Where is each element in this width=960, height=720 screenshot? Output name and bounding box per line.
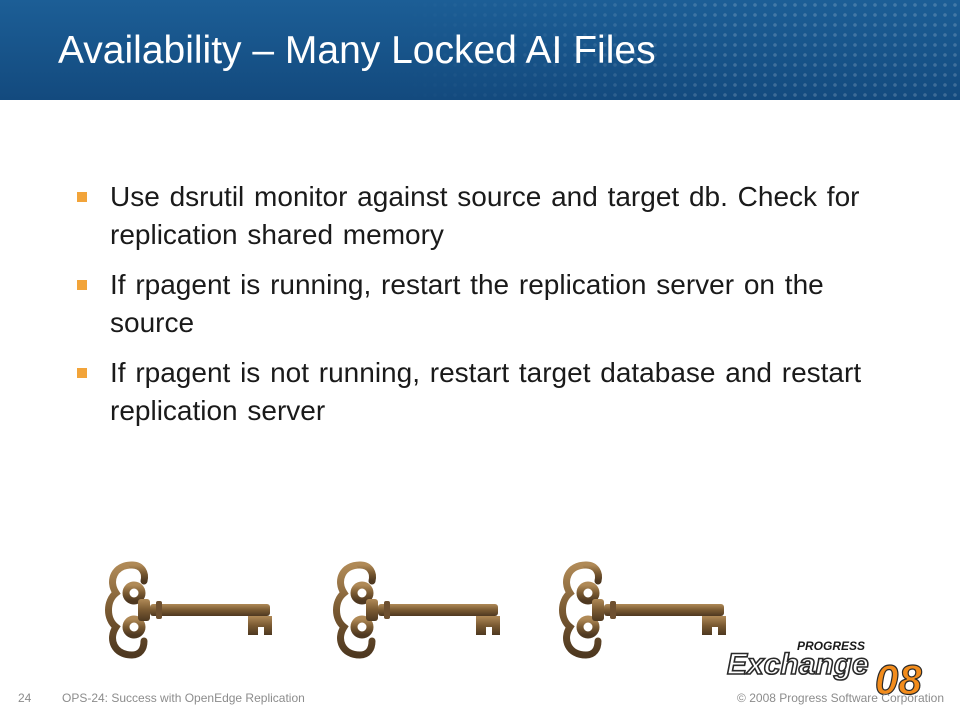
bullet-text: Use dsrutil monitor against source and t… [110, 181, 860, 250]
square-bullet-icon [77, 280, 87, 290]
logo-event-text: Exchange [727, 648, 869, 681]
bullet-text: If rpagent is not running, restart targe… [110, 357, 862, 426]
footer-copyright: © 2008 Progress Software Corporation [737, 691, 944, 705]
header-dot-pattern [400, 0, 960, 100]
square-bullet-icon [77, 368, 87, 378]
key-icon [105, 561, 272, 659]
header-band: Availability – Many Locked AI Files [0, 0, 960, 100]
footer-session-title: OPS-24: Success with OpenEdge Replicatio… [62, 691, 305, 705]
logo-year-text: 08 [875, 656, 922, 700]
logo-brand-text: PROGRESS [797, 639, 865, 653]
progress-exchange-08-logo: PROGRESS Exchange 08 [726, 639, 923, 700]
bullet-item: If rpagent is running, restart the repli… [72, 266, 872, 342]
key-icon [559, 561, 726, 659]
square-bullet-icon [77, 192, 87, 202]
bullet-list: Use dsrutil monitor against source and t… [72, 178, 872, 442]
bullet-item: If rpagent is not running, restart targe… [72, 354, 872, 430]
keys-illustration [100, 555, 740, 665]
slide-title: Availability – Many Locked AI Files [58, 29, 656, 72]
key-icon [333, 561, 500, 659]
bullet-text: If rpagent is running, restart the repli… [110, 269, 824, 338]
bullet-item: Use dsrutil monitor against source and t… [72, 178, 872, 254]
footer-page-number: 24 [18, 691, 32, 705]
